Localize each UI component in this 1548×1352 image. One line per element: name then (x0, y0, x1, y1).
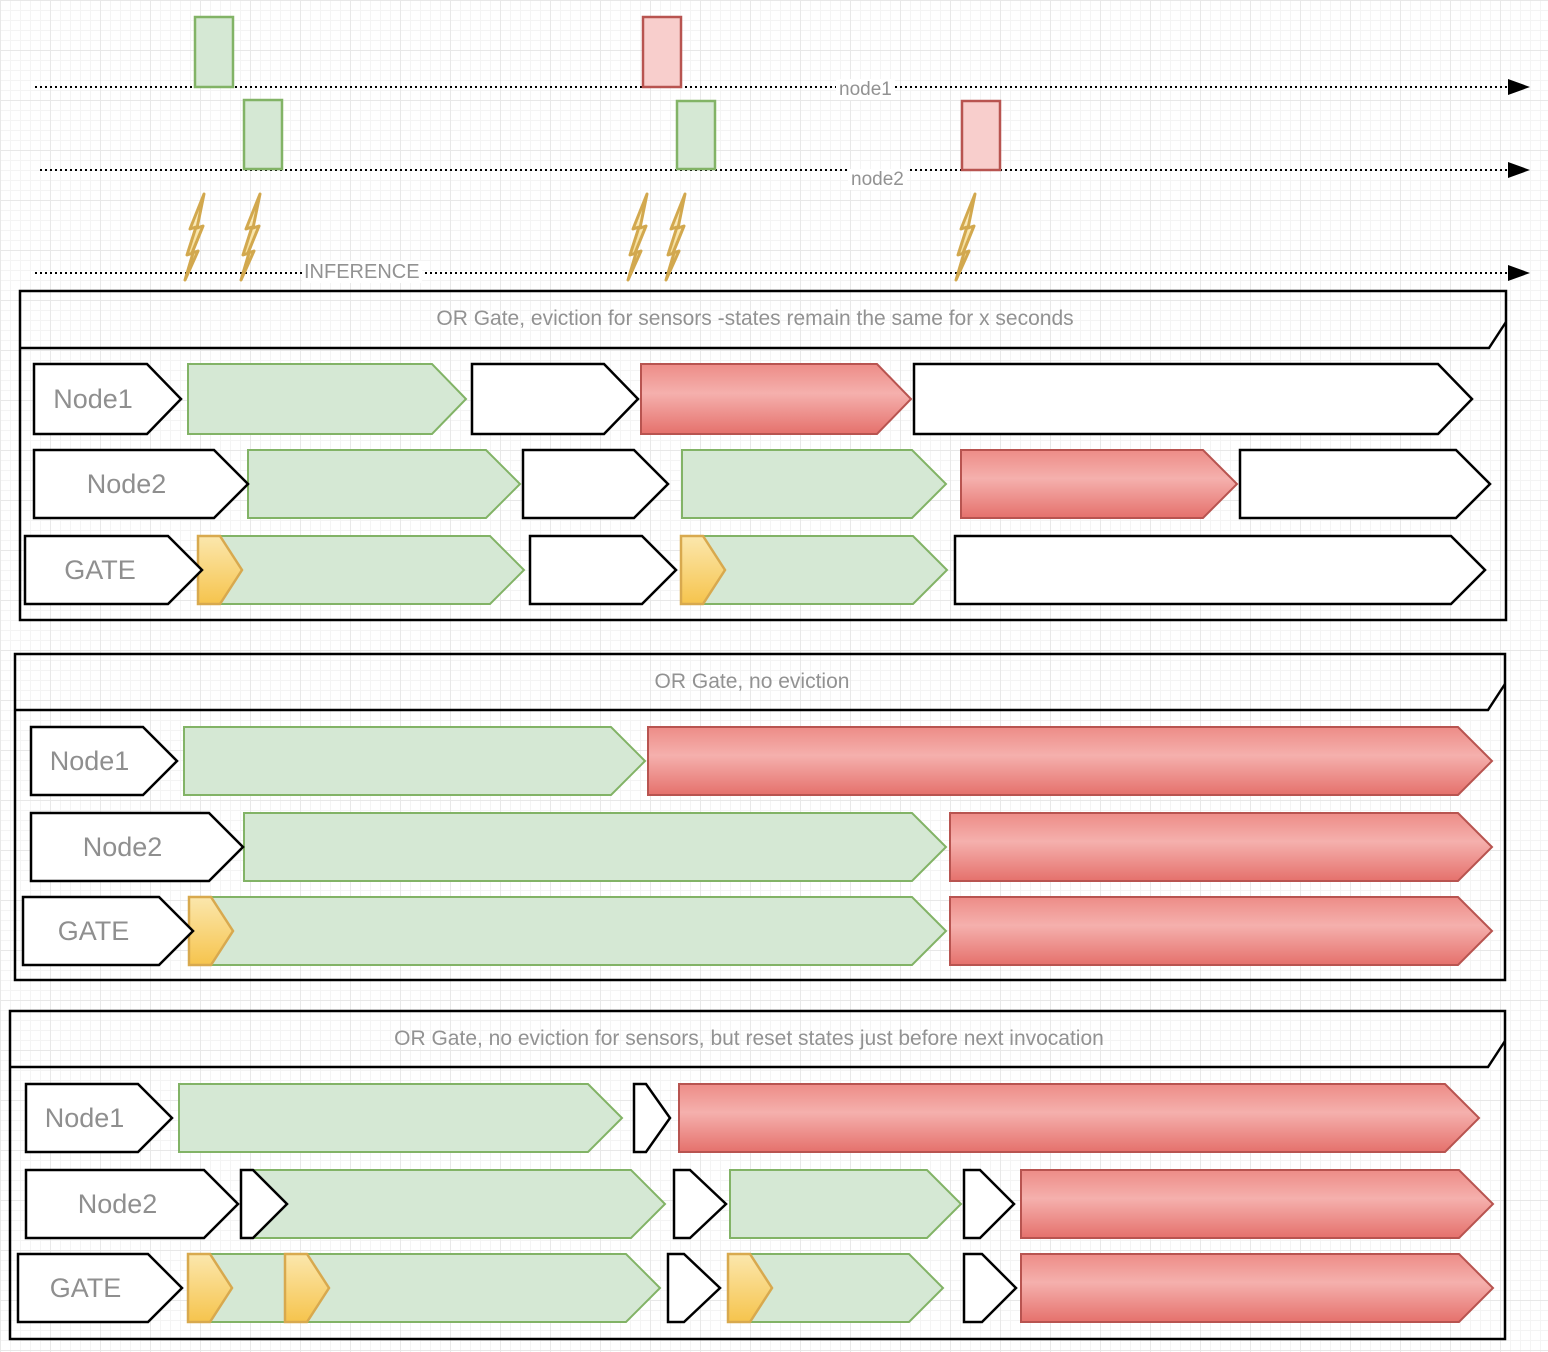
lightning-bolt-icon-5 (954, 192, 977, 282)
node2-timeline-arrowhead-icon (1508, 162, 1530, 178)
panel3-row1-green-segment (178, 1083, 624, 1153)
node1-red-pulse (641, 15, 683, 89)
panel2-title: OR Gate, no eviction (654, 670, 850, 693)
panel2-row3-label: GATE (57, 916, 130, 946)
panel3-row-node1-label-arrow (24, 1082, 174, 1154)
panel1-row1-red-segment (640, 363, 913, 435)
panel1-row2-label: Node2 (86, 469, 167, 499)
panel3-row-gate-label-arrow (16, 1252, 184, 1324)
panel3-row3-label: GATE (49, 1273, 122, 1303)
lightning-bolt-icon-4 (664, 192, 687, 282)
panel2-row1-red-segment (647, 726, 1494, 796)
panel3-row1-reset-chevron (632, 1082, 672, 1154)
panel1-row1-green-segment-1 (187, 363, 468, 435)
panel2-row2-green-segment (243, 812, 948, 882)
timeline-label-inference: INFERENCE (302, 261, 422, 283)
panel3-gate-trigger-chevron-1 (186, 1252, 234, 1324)
panel2-row2-label: Node2 (82, 832, 163, 862)
panel1-row2-idle-segment-1 (521, 448, 670, 520)
panel1-row-node1-label-arrow (32, 362, 183, 436)
panel1-row3-label: GATE (64, 555, 136, 585)
panel3-row1-red-segment (678, 1083, 1481, 1153)
panel3-row1-label: Node1 (44, 1103, 125, 1133)
panel2-row-node2-label-arrow (29, 811, 245, 883)
panel2-row1-label: Node1 (49, 746, 130, 776)
panel1-row1-idle-segment-2 (912, 362, 1474, 436)
timeline-label-node1: node1 (836, 79, 895, 100)
panel1-row3-green-segment-1 (199, 535, 526, 605)
panel3-row2-green-segment-2 (729, 1169, 963, 1239)
panel2-row1-green-segment (183, 726, 647, 796)
panel-or-gate-no-eviction (13, 652, 1507, 982)
panel1-gate-trigger-chevron-1 (196, 534, 244, 606)
node2-timeline (40, 98, 1530, 178)
panel-or-gate-reset-states (8, 1009, 1507, 1341)
panel3-row2-reset-chevron-3 (962, 1168, 1016, 1240)
panel3-row2-label: Node2 (77, 1189, 158, 1219)
inference-timeline (35, 192, 1530, 282)
panel1-row-node2-label-arrow (32, 448, 250, 520)
panel2-gate-trigger-chevron-1 (187, 895, 235, 967)
panel1-title-divider (20, 321, 1508, 350)
timeline-label-node2: node2 (848, 169, 907, 190)
panel1-border (18, 289, 1508, 622)
node2-red-pulse (960, 99, 1002, 172)
panel3-gate-trigger-chevron-3 (726, 1252, 774, 1324)
panel1-row2-green-segment-2 (681, 449, 948, 519)
panel3-row-node2-label-arrow (24, 1168, 240, 1240)
node1-timeline-arrowhead-icon (1508, 79, 1530, 95)
node1-timeline (35, 15, 1530, 95)
panel1-gate-trigger-chevron-2 (679, 534, 727, 606)
panel3-gate-trigger-chevron-2 (283, 1252, 331, 1324)
panel3-row2-green-segment-1 (249, 1169, 667, 1239)
panel3-row3-green-segment-1 (189, 1253, 662, 1323)
panel3-row3-reset-chevron-2 (962, 1252, 1018, 1324)
node2-green-pulse-1 (242, 98, 284, 171)
panel2-row3-red-segment (949, 896, 1494, 966)
panel1-row3-idle-segment-1 (528, 534, 678, 606)
lightning-bolt-icon-1 (183, 192, 206, 282)
panel1-row1-idle-segment-1 (470, 362, 640, 436)
panel3-title: OR Gate, no eviction for sensors, but re… (394, 1027, 1104, 1050)
panel2-title-divider (15, 683, 1507, 712)
panel2-row2-red-segment (949, 812, 1494, 882)
panel1-row2-idle-segment-2 (1238, 448, 1492, 520)
panel3-row3-reset-chevron (666, 1252, 722, 1324)
panel-or-gate-eviction (18, 289, 1508, 622)
panel1-row2-green-segment-1 (247, 449, 522, 519)
panel1-row2-red-segment (960, 449, 1239, 519)
inference-timeline-arrowhead-icon (1508, 265, 1530, 281)
panel1-title: OR Gate, eviction for sensors -states re… (436, 307, 1074, 330)
panel2-row-node1-label-arrow (29, 725, 179, 797)
node1-green-pulse (193, 15, 235, 89)
panel1-row-gate-label-arrow (23, 534, 204, 606)
panel3-title-divider (10, 1040, 1507, 1069)
panel3-row2-reset-chevron-2 (672, 1168, 728, 1240)
panel3-border (8, 1009, 1507, 1341)
panel1-row1-label: Node1 (53, 384, 133, 414)
lightning-bolt-icon-3 (626, 192, 649, 282)
panel3-row2-red-segment (1020, 1169, 1495, 1239)
node2-green-pulse-2 (675, 99, 717, 171)
lightning-bolt-icon-2 (239, 192, 262, 282)
panel2-row-gate-label-arrow (21, 895, 195, 967)
panel1-row3-idle-segment-2 (953, 534, 1487, 606)
panel2-border (13, 652, 1507, 982)
panel2-row3-green-segment (191, 896, 948, 966)
panel3-row3-red-segment (1020, 1253, 1495, 1323)
panel3-row2-reset-chevron-1 (239, 1168, 289, 1240)
